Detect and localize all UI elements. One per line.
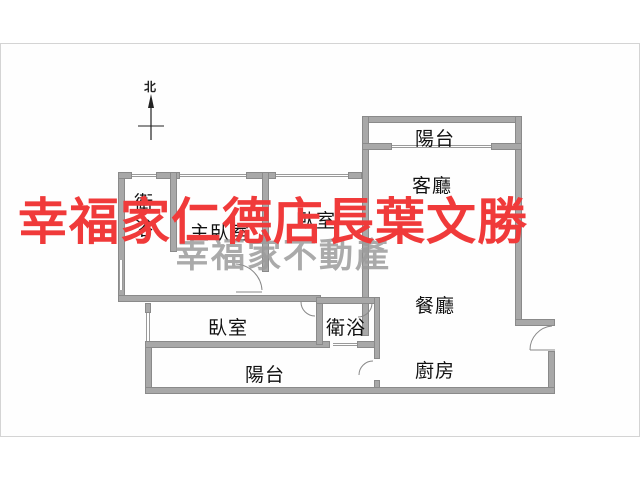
agent-watermark: 幸福家仁德店長葉文勝: [18, 193, 528, 251]
compass: 北: [136, 78, 168, 146]
room-bedroom-3: 臥室: [208, 317, 249, 339]
room-balcony-south: 陽台: [245, 364, 286, 386]
room-dining-room: 餐廳: [415, 295, 456, 317]
room-balcony-north: 陽台: [415, 128, 456, 150]
room-bedroom-2: 臥室: [296, 210, 337, 232]
floorplan-frame: [0, 43, 640, 437]
room-bath-1-top: 衛: [134, 192, 155, 214]
room-living-room: 客廳: [412, 175, 453, 197]
north-label: 北: [144, 80, 157, 94]
room-kitchen: 廚房: [415, 360, 456, 382]
north-arrow-icon: [138, 94, 164, 140]
room-bath-2: 衛浴: [326, 317, 367, 339]
room-master-bedroom: 主臥室: [190, 222, 251, 244]
agency-logo-text: 幸福家不動產: [175, 236, 391, 276]
room-bath-1-bottom: 浴: [134, 218, 155, 240]
